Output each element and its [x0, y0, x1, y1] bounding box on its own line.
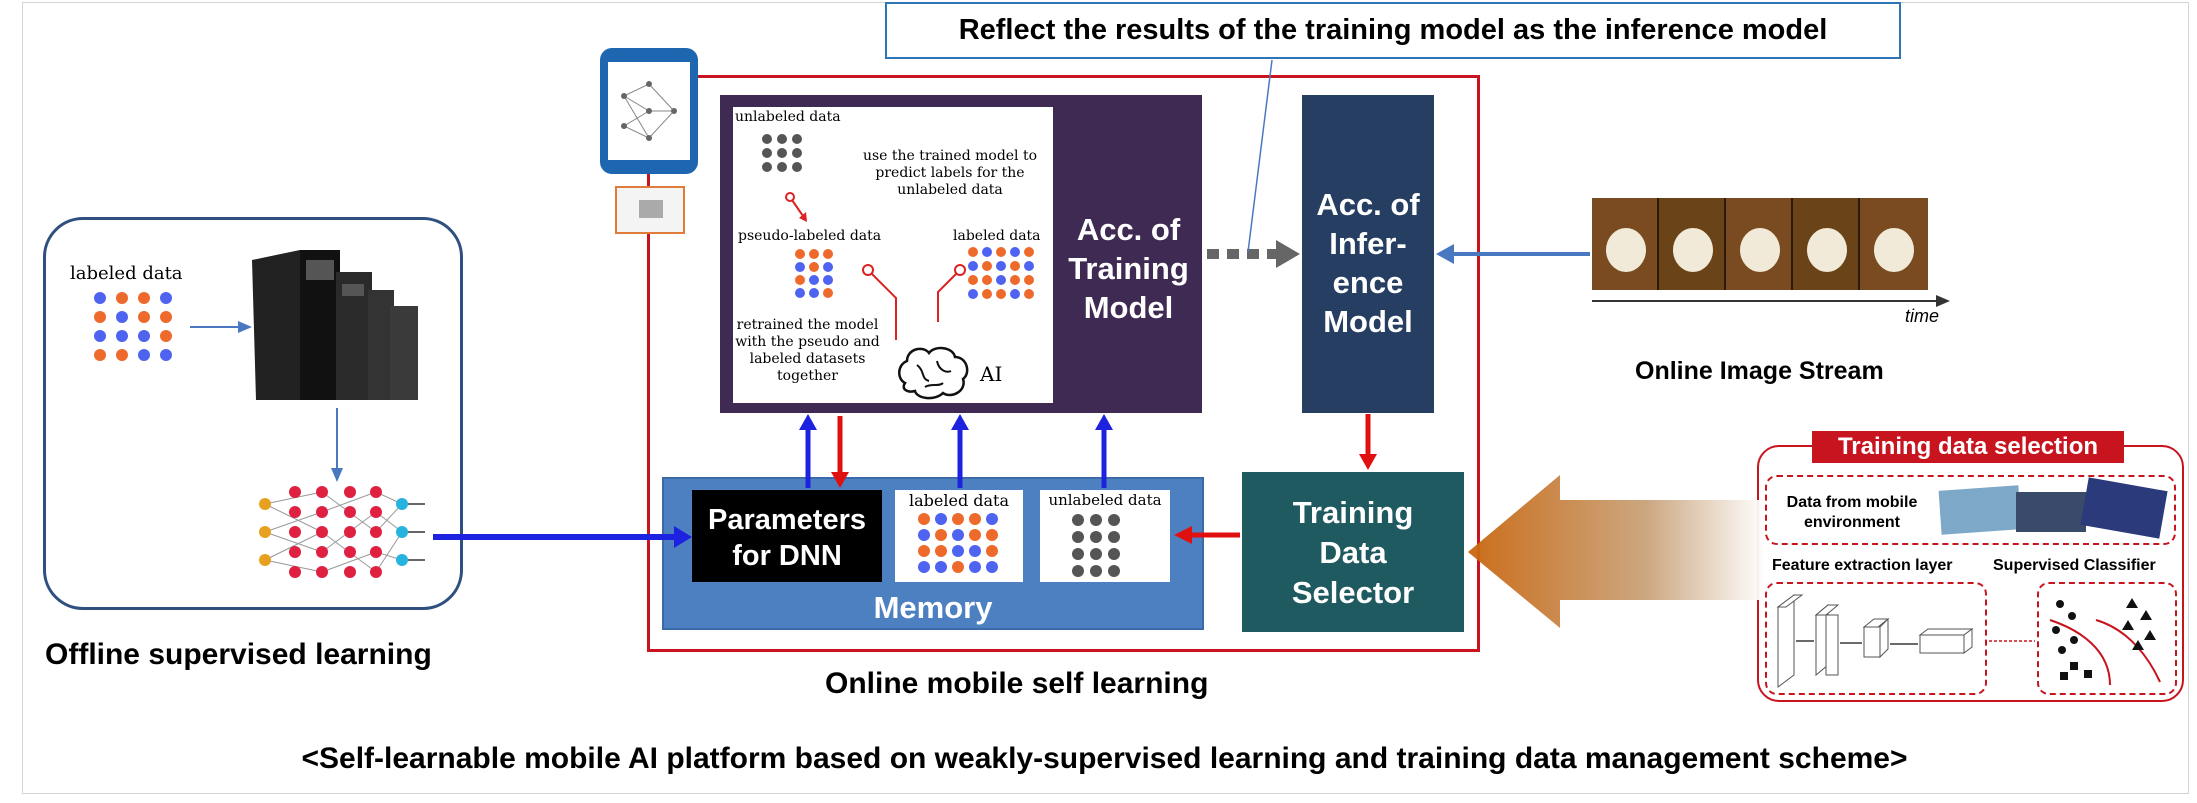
banner-box: Reflect the results of the training mode…	[885, 2, 1901, 59]
memory-labeled-dots	[918, 513, 1008, 579]
offline-labeled-data-label: labeled data	[70, 263, 183, 284]
offline-box	[43, 217, 463, 610]
inner-retrained-text: retrained the model with the pseudo and …	[735, 317, 880, 384]
banner-text: Reflect the results of the training mode…	[958, 14, 1828, 46]
offline-caption: Offline supervised learning	[45, 638, 432, 671]
chip-icon	[615, 186, 685, 234]
params-box	[692, 490, 882, 582]
memory-unlabeled-dots	[1072, 514, 1132, 578]
feature-to-classifier-arrow	[1989, 640, 2035, 642]
selector-panel	[1242, 472, 1464, 632]
inner-pseudo-dots	[795, 249, 855, 299]
acc-training-label: Acc. of Training Model	[1068, 212, 1189, 325]
selection-title: Training data selection	[1812, 431, 2124, 463]
inference-model-panel	[1302, 95, 1434, 413]
server-icon	[252, 250, 418, 400]
memory-unlabeled-label: unlabeled data	[1048, 491, 1162, 509]
selector-line-3: Selector	[1291, 575, 1415, 610]
feature-layer-cubes	[1776, 594, 1974, 688]
acc-inference-line-4: Model	[1323, 304, 1413, 339]
acc-inference-line-1: Acc. of	[1316, 187, 1420, 222]
inner-labeled-dots	[968, 247, 1038, 299]
feature-layer-label: Feature extraction layer	[1772, 557, 1953, 574]
dnn-icon	[259, 486, 425, 578]
params-line-2: for DNN	[732, 540, 842, 572]
inner-pseudo-label: pseudo-labeled data	[738, 228, 882, 244]
mobile-env-box	[1765, 475, 2176, 545]
memory-labeled-label: labeled data	[908, 491, 1010, 510]
online-frame	[647, 75, 1480, 652]
acc-inference-line-3: ence	[1332, 265, 1404, 300]
mobile-env-photo-2	[2016, 492, 2086, 532]
selector-line-2: Data	[1319, 535, 1387, 570]
inner-small-arrow	[785, 192, 807, 222]
memory-unlabeled-box	[1040, 490, 1170, 582]
inner-unlabeled-dots	[762, 134, 822, 182]
mobile-env-label: Data from mobile environment	[1786, 494, 1918, 531]
selector-line-1: Training	[1292, 495, 1414, 530]
phone-icon	[600, 48, 698, 174]
params-line-1: Parameters	[708, 504, 866, 536]
time-axis-arrow	[1592, 295, 1950, 307]
image-stream-strip	[1592, 198, 1928, 290]
online-caption: Online mobile self learning	[825, 667, 1209, 700]
brain-icon	[898, 346, 969, 400]
inner-connector-lines	[862, 264, 966, 340]
acc-inference-line-2: Infer-	[1329, 226, 1407, 261]
classifier-box	[2037, 582, 2177, 695]
footer-caption: <Self-learnable mobile AI platform based…	[301, 742, 1908, 775]
time-label: time	[1905, 306, 1940, 326]
classifier-label: Supervised Classifier	[1993, 557, 2156, 574]
inner-unlabeled-label: unlabeled data	[735, 109, 841, 125]
inner-labeled-label: labeled data	[953, 228, 1041, 244]
inner-ai-label: AI	[980, 362, 1003, 386]
feature-layer-box	[1765, 582, 1987, 695]
inner-use-trained-text: use the trained model to predict labels …	[862, 148, 1038, 198]
memory-label: Memory	[873, 590, 993, 625]
classifier-scatter	[2049, 598, 2161, 686]
offline-labeled-dots	[94, 292, 184, 364]
stream-caption: Online Image Stream	[1635, 357, 1884, 385]
